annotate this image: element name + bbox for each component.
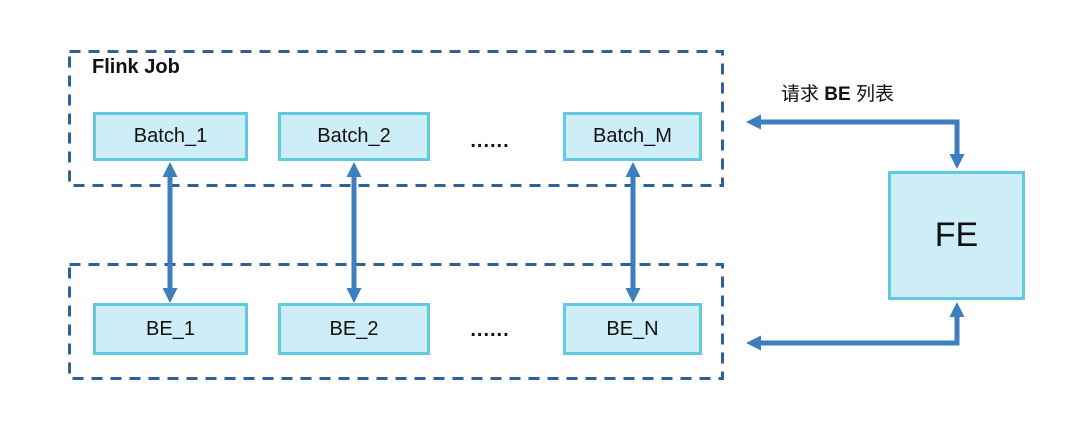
- request-be-list-label: 请求 BE 列表: [781, 79, 894, 106]
- fe-node: FE: [888, 171, 1025, 300]
- batch-1-node: Batch_1: [93, 112, 248, 161]
- request-label-suffix: 列表: [850, 84, 894, 105]
- request-label-prefix: 请求: [781, 84, 825, 105]
- batch-m-node: Batch_M: [563, 112, 702, 161]
- be-n-node: BE_N: [563, 303, 702, 355]
- be-ellipsis: ......: [470, 319, 510, 341]
- be-1-node: BE_1: [93, 303, 248, 355]
- flink-job-group-label: Flink Job: [92, 56, 180, 78]
- arrow-fe-be-request: [746, 302, 965, 351]
- batch-ellipsis: ......: [470, 130, 510, 152]
- batch-2-node: Batch_2: [278, 112, 430, 161]
- be-2-node: BE_2: [278, 303, 430, 355]
- arrow-fe-flink-request: [746, 114, 965, 169]
- request-label-bold: BE: [824, 84, 851, 105]
